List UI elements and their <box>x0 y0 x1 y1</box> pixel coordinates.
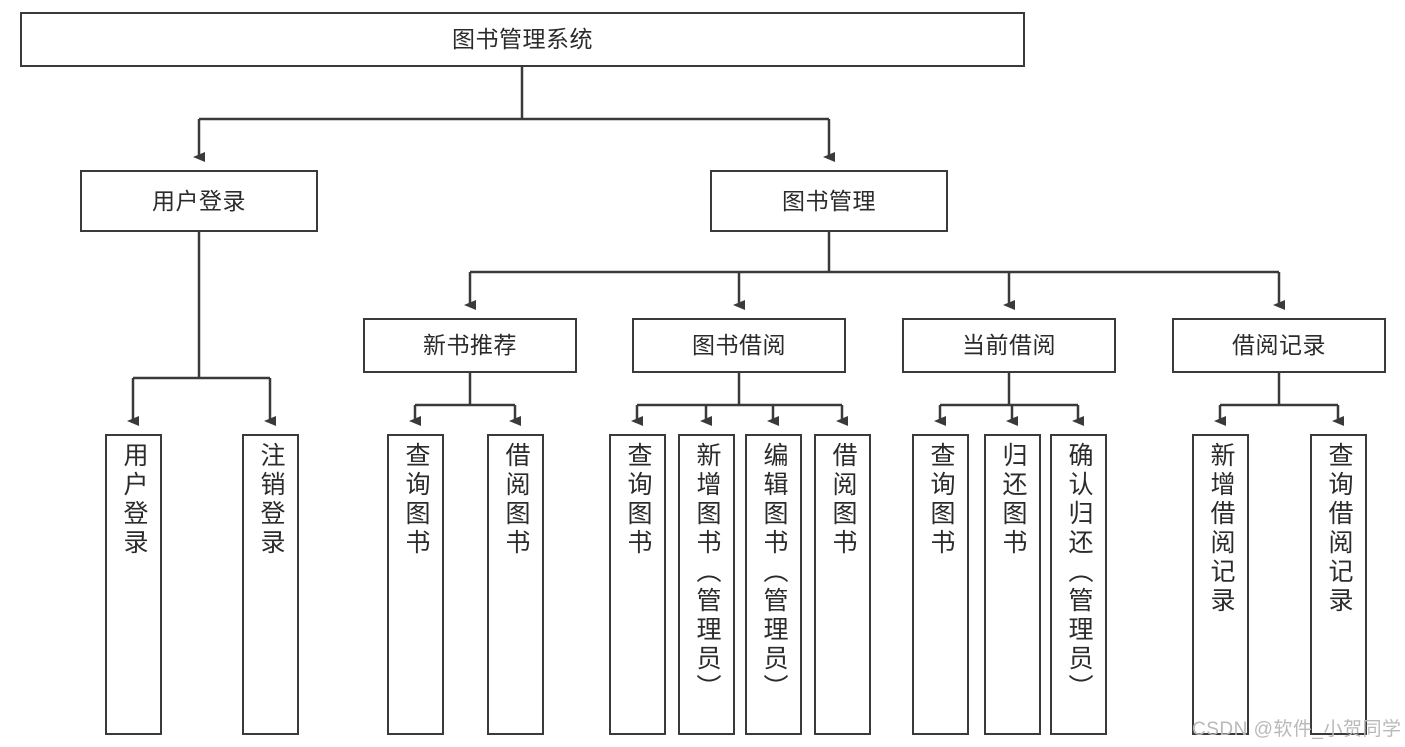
node-label-borrow-record: 借阅记录 <box>1232 332 1326 359</box>
node-label-leaf-add-book-admin: 新增图书（管理员） <box>693 442 721 703</box>
node-leaf-logout[interactable]: 注销登录 <box>242 434 299 735</box>
node-leaf-borrow-book[interactable]: 借阅图书 <box>814 434 871 735</box>
node-leaf-edit-book-admin[interactable]: 编辑图书（管理员） <box>745 434 802 735</box>
node-book-manage[interactable]: 图书管理 <box>710 170 948 232</box>
node-label-leaf-query-book-borrow: 查询图书 <box>624 442 652 558</box>
node-label-current-borrow: 当前借阅 <box>962 332 1056 359</box>
node-label-user-login: 用户登录 <box>152 187 246 214</box>
node-label-leaf-query-book-recommend: 查询图书 <box>402 442 430 558</box>
node-leaf-query-borrow-record[interactable]: 查询借阅记录 <box>1310 434 1367 735</box>
node-label-leaf-query-borrow-record: 查询借阅记录 <box>1325 442 1353 616</box>
node-user-login[interactable]: 用户登录 <box>80 170 318 232</box>
node-borrow-record[interactable]: 借阅记录 <box>1172 318 1386 373</box>
node-leaf-borrow-book-recommend[interactable]: 借阅图书 <box>487 434 544 735</box>
node-label-leaf-borrow-book-recommend: 借阅图书 <box>502 442 530 558</box>
node-label-book-borrow: 图书借阅 <box>692 332 786 359</box>
node-label-book-manage: 图书管理 <box>782 187 876 214</box>
node-leaf-user-login[interactable]: 用户登录 <box>105 434 162 735</box>
node-leaf-add-book-admin[interactable]: 新增图书（管理员） <box>678 434 735 735</box>
node-label-root: 图书管理系统 <box>452 26 593 53</box>
node-root[interactable]: 图书管理系统 <box>20 12 1025 67</box>
node-leaf-return-book[interactable]: 归还图书 <box>984 434 1041 735</box>
connector-group <box>127 67 1344 426</box>
node-leaf-confirm-return-admin[interactable]: 确认归还（管理员） <box>1050 434 1107 735</box>
node-new-book-recommend[interactable]: 新书推荐 <box>363 318 577 373</box>
node-leaf-query-book-current[interactable]: 查询图书 <box>912 434 969 735</box>
node-label-leaf-add-borrow-record: 新增借阅记录 <box>1207 442 1235 616</box>
node-label-leaf-edit-book-admin: 编辑图书（管理员） <box>760 442 788 703</box>
node-leaf-add-borrow-record[interactable]: 新增借阅记录 <box>1192 434 1249 735</box>
node-book-borrow[interactable]: 图书借阅 <box>632 318 846 373</box>
node-label-leaf-user-login: 用户登录 <box>120 442 148 558</box>
node-label-leaf-logout: 注销登录 <box>257 442 285 558</box>
node-label-new-book-recommend: 新书推荐 <box>423 332 517 359</box>
node-current-borrow[interactable]: 当前借阅 <box>902 318 1116 373</box>
node-leaf-query-book-borrow[interactable]: 查询图书 <box>609 434 666 735</box>
node-leaf-query-book-recommend[interactable]: 查询图书 <box>387 434 444 735</box>
node-label-leaf-borrow-book: 借阅图书 <box>829 442 857 558</box>
node-label-leaf-return-book: 归还图书 <box>999 442 1027 558</box>
node-label-leaf-query-book-current: 查询图书 <box>927 442 955 558</box>
node-label-leaf-confirm-return-admin: 确认归还（管理员） <box>1065 442 1093 703</box>
